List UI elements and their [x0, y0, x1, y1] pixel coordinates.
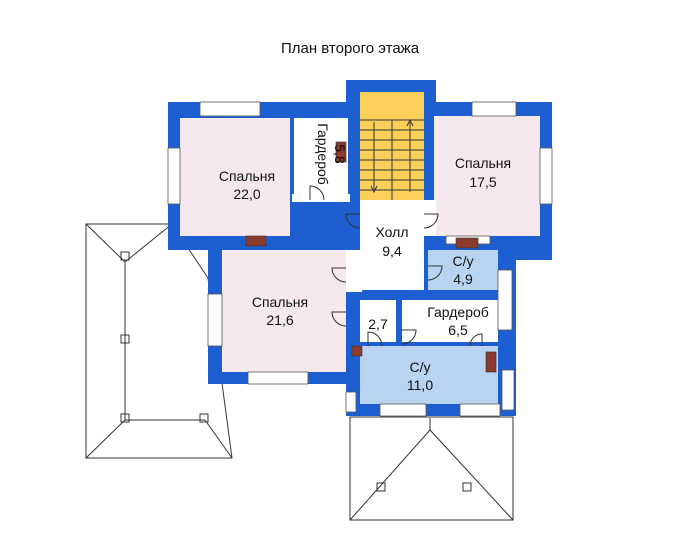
label-bath-4-9-area: 4,9 [453, 271, 473, 287]
room-bath-11-floor [360, 346, 498, 404]
label-bedroom-17-5-area: 17,5 [469, 174, 496, 190]
room-bedroom-21-6-floor [222, 250, 346, 372]
label-closet-2-7-area: 2,7 [368, 316, 388, 332]
staircase [360, 118, 424, 200]
rooms [180, 92, 540, 404]
label-wardrobe-6-5-name: Гардероб [427, 304, 489, 320]
plan-title: План второго этажа [280, 40, 420, 57]
room-hall-floor [360, 200, 424, 290]
label-hall-name: Холл [376, 224, 409, 240]
left-roof [85, 223, 233, 459]
label-bedroom-22-name: Спальня [219, 168, 275, 184]
doors [309, 185, 483, 347]
label-wardrobe-5-8-area: 5,8 [332, 144, 348, 164]
label-wardrobe-6-5-area: 6,5 [448, 322, 468, 338]
label-bedroom-21-6-area: 21,6 [266, 312, 293, 328]
label-bedroom-22-area: 22,0 [233, 186, 260, 202]
room-bath-4-9-floor [428, 250, 498, 290]
label-bedroom-21-6-name: Спальня [252, 294, 308, 310]
bottom-roof [349, 416, 514, 521]
chimneys [245, 141, 497, 373]
label-bath-11-area: 11,0 [407, 377, 433, 393]
label-bath-4-9-name: С/у [453, 253, 474, 269]
room-bedroom-17-5-floor [434, 116, 540, 236]
label-bath-11-name: С/у [410, 359, 431, 375]
room-closet-2-7-floor [360, 300, 396, 342]
label-hall-area: 9,4 [382, 243, 402, 259]
label-wardrobe-5-8-name: Гардероб [315, 123, 331, 185]
label-bedroom-17-5-name: Спальня [455, 155, 511, 171]
room-bedroom-22-floor [180, 118, 290, 236]
room-labels: Спальня 22,0 Гардероб 5,8 Спальня 17,5 Х… [219, 123, 511, 393]
